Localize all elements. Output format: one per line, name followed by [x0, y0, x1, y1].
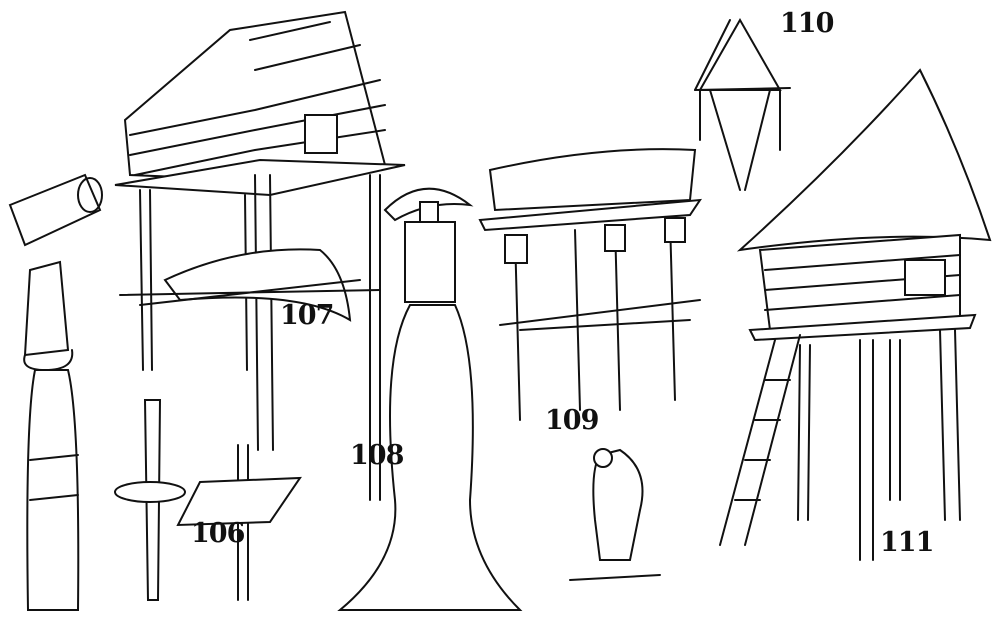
- fig109-frame-cache: [478, 148, 702, 581]
- fig111-thatched-cache: [719, 68, 992, 561]
- fig110-tripod-frame: [694, 17, 791, 191]
- fig107-log-cache: [114, 10, 406, 501]
- figure-label-111: 111: [880, 527, 934, 558]
- figure-label-107: 107: [280, 300, 334, 331]
- figure-label-110: 110: [780, 8, 834, 39]
- fig108-tree-cache: [337, 187, 523, 611]
- figure-label-108: 108: [350, 440, 404, 471]
- fig106-pole-details: [8, 173, 302, 611]
- figure-label-106: 106: [191, 518, 245, 549]
- figure-label-109: 109: [545, 405, 599, 436]
